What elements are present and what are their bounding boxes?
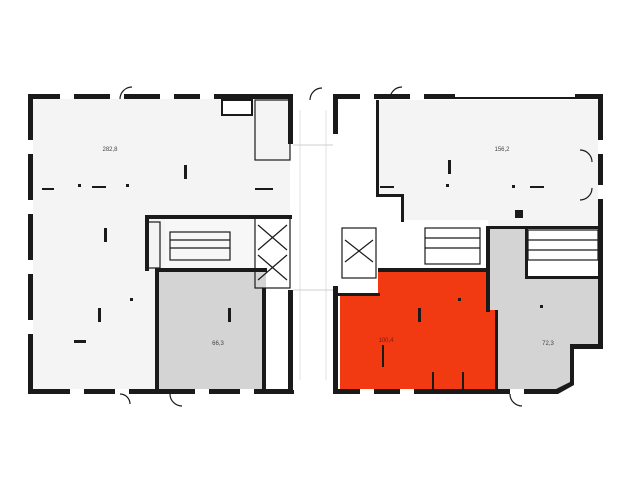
unit-left-large[interactable] (32, 98, 290, 390)
unit-selected[interactable] (340, 270, 497, 392)
area-label-right-small: 72,3 (542, 341, 554, 347)
area-label-right-top: 156,2 (494, 147, 510, 153)
area-label-left-large: 282,8 (102, 147, 118, 153)
left-building (28, 86, 294, 407)
unit-left-small[interactable] (158, 270, 266, 390)
area-label-left-small: 66,3 (212, 341, 224, 347)
right-building (333, 86, 603, 407)
unit-right-top[interactable] (378, 100, 600, 228)
area-label-selected: 100,4 (378, 338, 394, 344)
central-corridor (293, 87, 333, 390)
unit-right-small[interactable] (486, 228, 598, 392)
